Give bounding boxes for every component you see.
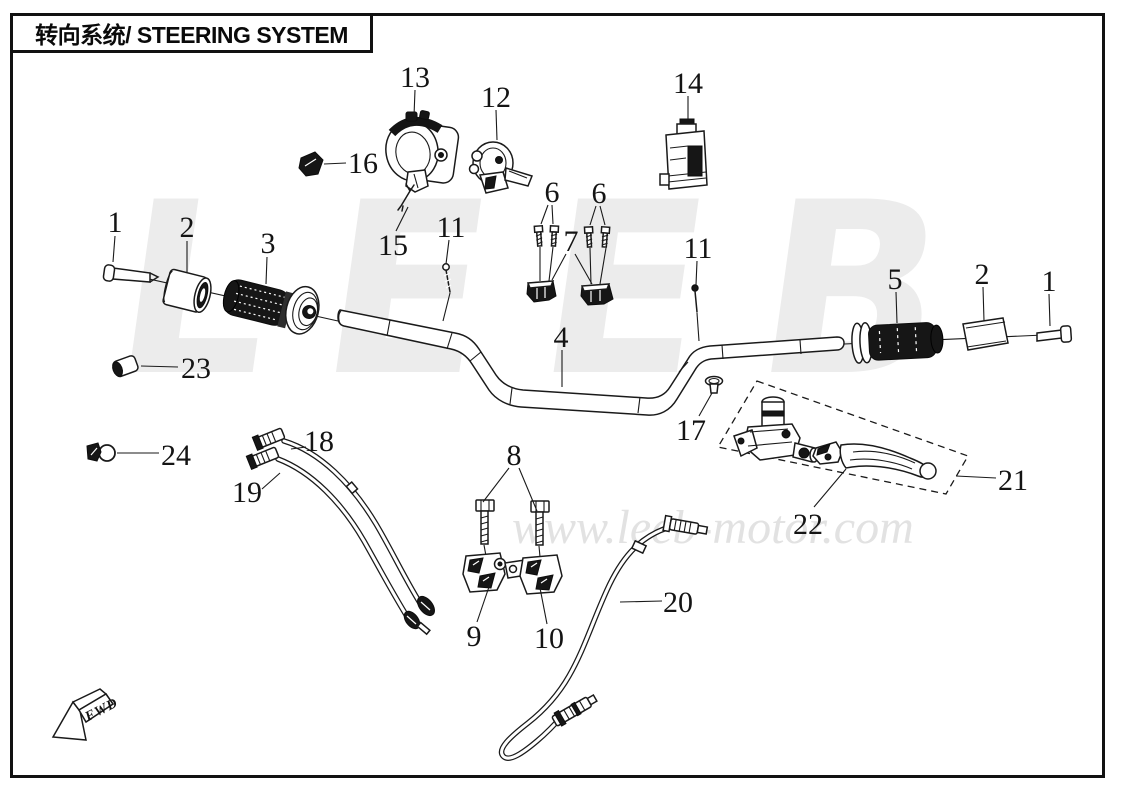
callout-1-left: 1 (108, 206, 123, 239)
part-grip-right (851, 322, 944, 364)
callout-3: 3 (261, 227, 276, 260)
part-master-cylinder (733, 396, 819, 463)
part-clamps-7 (526, 280, 614, 306)
part-pin (397, 183, 415, 212)
callout-20: 20 (663, 586, 693, 619)
leader-lines (112, 89, 1051, 625)
detail-box-21 (716, 380, 969, 495)
callout-2-right: 2 (975, 258, 990, 291)
part-switch-unit (659, 118, 708, 190)
callout-4: 4 (554, 321, 569, 354)
part-switch-housing (385, 110, 460, 193)
title-box: 转向系统/ STEERING SYSTEM (10, 13, 373, 53)
part-bolt-left (102, 264, 160, 283)
part-clip-24 (86, 442, 116, 462)
callout-19: 19 (232, 476, 262, 509)
callout-12: 12 (481, 81, 511, 114)
part-screw-11-left (442, 263, 452, 322)
callout-16: 16 (348, 147, 378, 180)
callout-17: 17 (676, 414, 706, 447)
part-cable-18 (251, 427, 435, 617)
callout-15: 15 (378, 229, 408, 262)
watermark-url: www.leeb-motor.com (512, 501, 914, 554)
callout-5: 5 (888, 263, 903, 296)
callout-13: 13 (400, 61, 430, 94)
callout-9: 9 (467, 620, 482, 653)
callout-21: 21 (998, 464, 1028, 497)
callout-7: 7 (564, 225, 579, 258)
part-plug-17 (704, 375, 724, 394)
callout-6-a: 6 (545, 176, 560, 209)
callout-11-left: 11 (437, 211, 466, 244)
part-bolts-8 (475, 499, 550, 558)
part-bolt-right (1036, 325, 1073, 343)
part-brake-lever (812, 441, 937, 480)
part-grip-left (222, 279, 320, 335)
callout-22: 22 (793, 508, 823, 541)
page-title: 转向系统/ STEERING SYSTEM (35, 22, 348, 48)
callout-6-b: 6 (592, 177, 607, 210)
part-sleeve-left (162, 268, 212, 313)
part-sleeve-right (962, 317, 1009, 351)
callout-23: 23 (181, 352, 211, 385)
callout-11-right: 11 (684, 232, 713, 265)
part-screw-11-right (691, 284, 700, 342)
callout-18: 18 (304, 425, 334, 458)
part-clip-16 (298, 151, 324, 177)
fwd-arrow: FWD (51, 688, 121, 741)
part-roller-23 (112, 355, 139, 378)
callout-10: 10 (534, 622, 564, 655)
part-handlebar (337, 309, 845, 416)
part-clamp-10 (504, 554, 563, 595)
part-cable-19 (245, 446, 431, 636)
callout-8: 8 (507, 439, 522, 472)
callout-24: 24 (161, 439, 191, 472)
callouts: 1 2 3 13 12 14 16 15 11 6 6 7 11 5 2 1 4… (108, 61, 1057, 655)
callout-1-right: 1 (1042, 265, 1057, 298)
callout-14: 14 (673, 67, 703, 100)
callout-2-left: 2 (180, 211, 195, 244)
part-cable-20 (498, 514, 709, 761)
part-throttle-housing (468, 141, 533, 194)
part-clamp-9 (462, 552, 507, 593)
part-screws-6 (533, 224, 611, 285)
